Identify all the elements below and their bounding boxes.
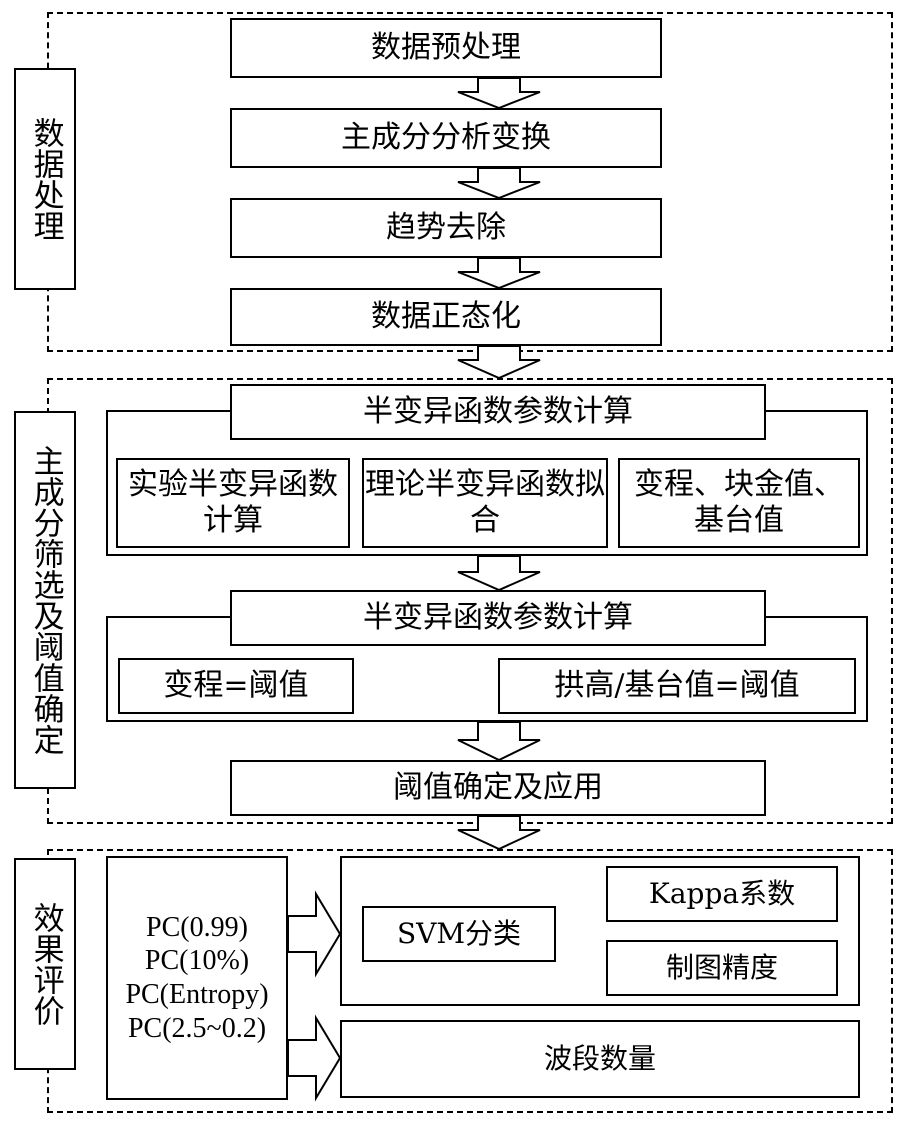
kappa-coefficient: Kappa系数 xyxy=(606,866,838,922)
band-count: 波段数量 xyxy=(340,1020,860,1098)
step-arch-sill-threshold: 拱高/基台值=阈值 xyxy=(498,658,856,714)
step-pca: 主成分分析变换 xyxy=(230,108,662,168)
svm-classification: SVM分类 xyxy=(362,906,556,962)
pc-method-2: PC(Entropy) xyxy=(125,979,269,1010)
section-label-evaluation: 效果评价 xyxy=(14,858,76,1070)
step-normalization: 数据正态化 xyxy=(230,288,662,346)
step-trend-removal: 趋势去除 xyxy=(230,198,662,258)
pc-method-1: PC(10%) xyxy=(144,945,250,977)
step-experimental-semivariogram: 实验半变异函数计算 xyxy=(116,458,350,548)
section-label-data-processing: 数据处理 xyxy=(14,68,76,290)
step-semivariogram-calc-1: 半变异函数参数计算 xyxy=(230,384,766,440)
section-label-pc-screening: 主成分筛选及阈值确定 xyxy=(14,411,76,789)
step-range-threshold: 变程=阈值 xyxy=(118,658,354,714)
step-threshold-apply: 阈值确定及应用 xyxy=(230,760,766,816)
step-semivariogram-calc-2: 半变异函数参数计算 xyxy=(230,590,766,646)
pc-methods-box: PC(0.99) PC(10%) PC(Entropy) PC(2.5~0.2) xyxy=(106,856,288,1100)
pc-method-3: PC(2.5~0.2) xyxy=(127,1012,267,1044)
step-range-nugget-sill: 变程、块金值、基台值 xyxy=(618,458,860,548)
pc-method-0: PC(0.99) xyxy=(146,911,248,943)
step-preprocess: 数据预处理 xyxy=(230,18,662,78)
step-theoretical-fit: 理论半变异函数拟合 xyxy=(362,458,608,548)
mapping-accuracy: 制图精度 xyxy=(606,940,838,996)
